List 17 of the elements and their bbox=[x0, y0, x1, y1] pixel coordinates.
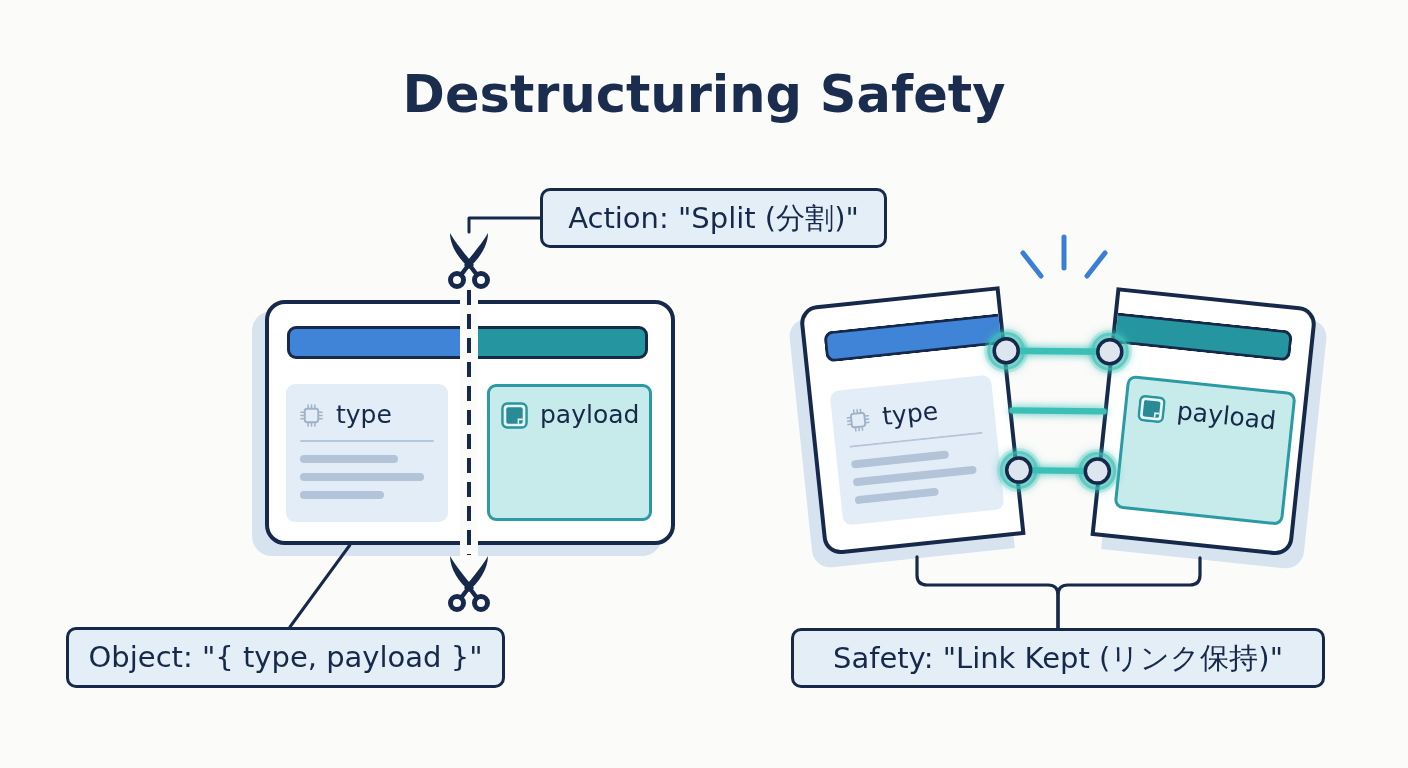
callout-label: Safety: "Link Kept (リンク保持)" bbox=[791, 628, 1325, 688]
link-line bbox=[982, 327, 1134, 376]
field-name: payload bbox=[540, 399, 640, 431]
callout-label: Object: "{ type, payload }" bbox=[66, 627, 505, 688]
field-name: type bbox=[336, 399, 392, 431]
callout-label: Action: "Split (分割)" bbox=[540, 188, 887, 248]
diagram-title: Destructuring Safety bbox=[402, 66, 1006, 125]
leader-line bbox=[288, 543, 352, 629]
cut-line bbox=[467, 290, 471, 555]
link-line bbox=[994, 446, 1122, 495]
field-panel bbox=[487, 384, 652, 521]
field-panel bbox=[286, 384, 448, 522]
field-name: payload bbox=[1175, 395, 1278, 438]
leader-line bbox=[467, 216, 542, 234]
bracket-line bbox=[1056, 556, 1202, 630]
link-line bbox=[1009, 407, 1107, 415]
field-name: type bbox=[880, 395, 940, 433]
